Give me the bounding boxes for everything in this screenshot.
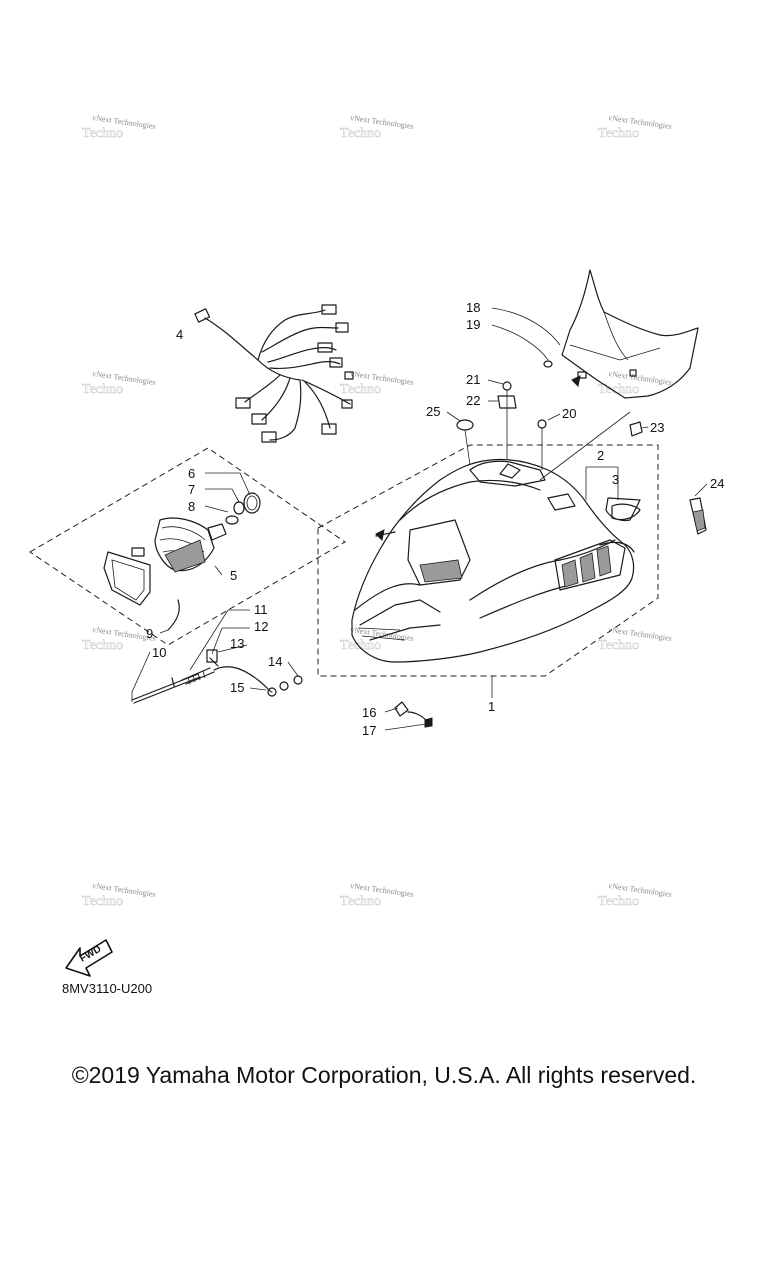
hood-assembly — [317, 444, 659, 698]
windshield — [491, 269, 699, 399]
callout-17: 17 — [362, 723, 376, 738]
copyright-notice: ©2019 Yamaha Motor Corporation, U.S.A. A… — [71, 1062, 697, 1088]
svg-text:Techno: Techno — [82, 638, 123, 653]
callout-12: 12 — [254, 619, 268, 634]
callout-16: 16 — [362, 705, 376, 720]
headlight-assembly — [29, 447, 346, 646]
callout-21: 21 — [466, 372, 480, 387]
cable-and-fasteners — [131, 609, 303, 704]
callout-19: 19 — [466, 317, 480, 332]
svg-text:Techno: Techno — [340, 126, 381, 141]
callout-6: 6 — [188, 466, 195, 481]
callout-10: 10 — [152, 645, 166, 660]
svg-text:Techno: Techno — [82, 126, 123, 141]
svg-text:Techno: Techno — [82, 382, 123, 397]
svg-text:Techno: Techno — [340, 638, 381, 653]
callout-11: 11 — [254, 602, 268, 617]
callouts: 1 2 3 4 5 6 7 8 9 10 11 12 13 14 15 16 1… — [146, 300, 724, 738]
callout-2: 2 — [597, 448, 604, 463]
wire-harness — [194, 304, 354, 443]
callout-4: 4 — [176, 327, 183, 342]
callout-7: 7 — [188, 482, 195, 497]
callout-13: 13 — [230, 636, 244, 651]
svg-text:Techno: Techno — [340, 382, 381, 397]
callout-18: 18 — [466, 300, 480, 315]
callout-9: 9 — [146, 626, 153, 641]
small-hardware — [384, 379, 708, 731]
callout-3: 3 — [612, 472, 619, 487]
svg-text:Techno: Techno — [598, 638, 639, 653]
callout-8: 8 — [188, 499, 195, 514]
svg-text:Techno: Techno — [598, 894, 639, 909]
svg-text:Techno: Techno — [340, 894, 381, 909]
callout-1: 1 — [488, 699, 495, 714]
callout-5: 5 — [230, 568, 237, 583]
diagram-code: 8MV3110-U200 — [62, 981, 153, 996]
callout-24: 24 — [710, 476, 724, 491]
callout-20: 20 — [562, 406, 576, 421]
fwd-arrow-icon: FWD — [65, 939, 113, 977]
callout-23: 23 — [650, 420, 664, 435]
callout-15: 15 — [230, 680, 244, 695]
svg-text:Techno: Techno — [82, 894, 123, 909]
callout-14: 14 — [268, 654, 282, 669]
svg-text:Techno: Techno — [598, 126, 639, 141]
svg-text:Techno: Techno — [598, 382, 639, 397]
callout-25: 25 — [426, 404, 440, 419]
callout-22: 22 — [466, 393, 480, 408]
